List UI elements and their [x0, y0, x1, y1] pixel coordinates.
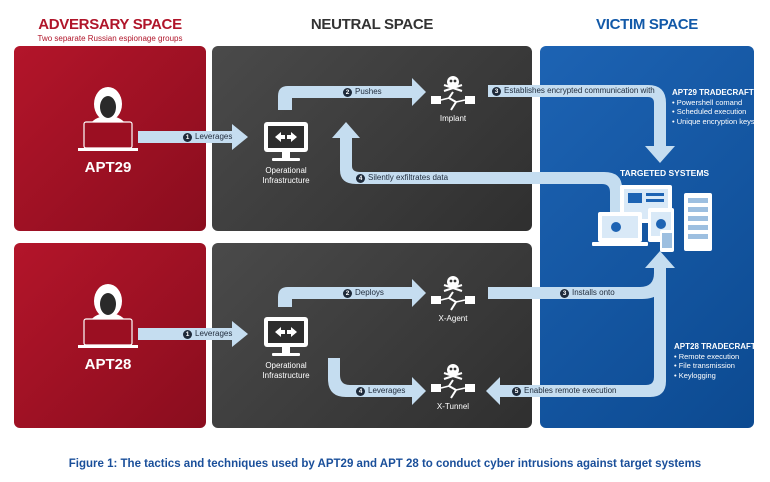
implant-malware-icon [430, 75, 476, 111]
apt29-label: APT29 [84, 159, 132, 176]
infrastructure-label-bottom: Operational Infrastructure [262, 361, 310, 380]
xagent-malware-icon [430, 275, 476, 311]
adversary-space-subtitle: Two separate Russian espionage groups [37, 34, 183, 43]
apt28-tradecraft: APT28 TRADECRAFT • Remote execution • Fi… [674, 342, 756, 380]
apt29-tradecraft-item: • Powershell comand [672, 97, 743, 107]
apt28-hacker-icon [77, 283, 139, 349]
apt29-hacker-icon [77, 86, 139, 152]
arrow-bottom-installs [488, 251, 675, 299]
apt28-tradecraft-item: • File transmission [674, 361, 735, 370]
infrastructure-label-top: Operational Infrastructure [262, 166, 310, 185]
xtunnel-label: X-Tunnel [436, 402, 470, 411]
arrow-top-establishes [488, 85, 675, 163]
figure-caption: Figure 1: The tactics and techniques use… [68, 458, 702, 470]
apt29-tradecraft-item: • Unique encryption keys [672, 116, 755, 126]
adversary-space-header: ADVERSARY SPACE [38, 16, 182, 33]
xagent-label: X-Agent [438, 314, 468, 323]
infrastructure-monitor-icon-top [264, 122, 308, 161]
arrow-top-pushes [278, 78, 426, 110]
apt28-tradecraft-item: • Remote execution [674, 351, 740, 361]
victim-space-header: VICTIM SPACE [596, 16, 698, 33]
targeted-systems-icon [592, 185, 712, 252]
apt28-tradecraft-item: • Keylogging [674, 370, 716, 380]
victim-space-panel [540, 46, 754, 428]
arrow-top-exfiltrates [332, 122, 622, 212]
infrastructure-monitor-icon-bottom [264, 317, 308, 356]
arrow-bottom-leverages-tunnel [328, 358, 426, 405]
arrow-bottom-enables-remote [486, 270, 666, 405]
arrow-bottom-leverages [138, 321, 248, 347]
neutral-space-header: NEUTRAL SPACE [310, 16, 434, 33]
arrow-bottom-deploys [278, 279, 426, 307]
arrow-top-leverages [138, 124, 248, 150]
apt29-tradecraft-title: APT29 TRADECRAFT [672, 88, 754, 97]
implant-label: Implant [439, 114, 467, 123]
targeted-systems-label: TARGETED SYSTEMS [620, 168, 710, 178]
apt29-tradecraft: APT29 TRADECRAFT • Powershell comand • S… [672, 88, 755, 126]
xtunnel-malware-icon [430, 363, 476, 399]
apt28-label: APT28 [84, 356, 132, 373]
apt29-tradecraft-item: • Scheduled execution [672, 107, 747, 116]
apt28-tradecraft-title: APT28 TRADECRAFT [674, 342, 756, 351]
